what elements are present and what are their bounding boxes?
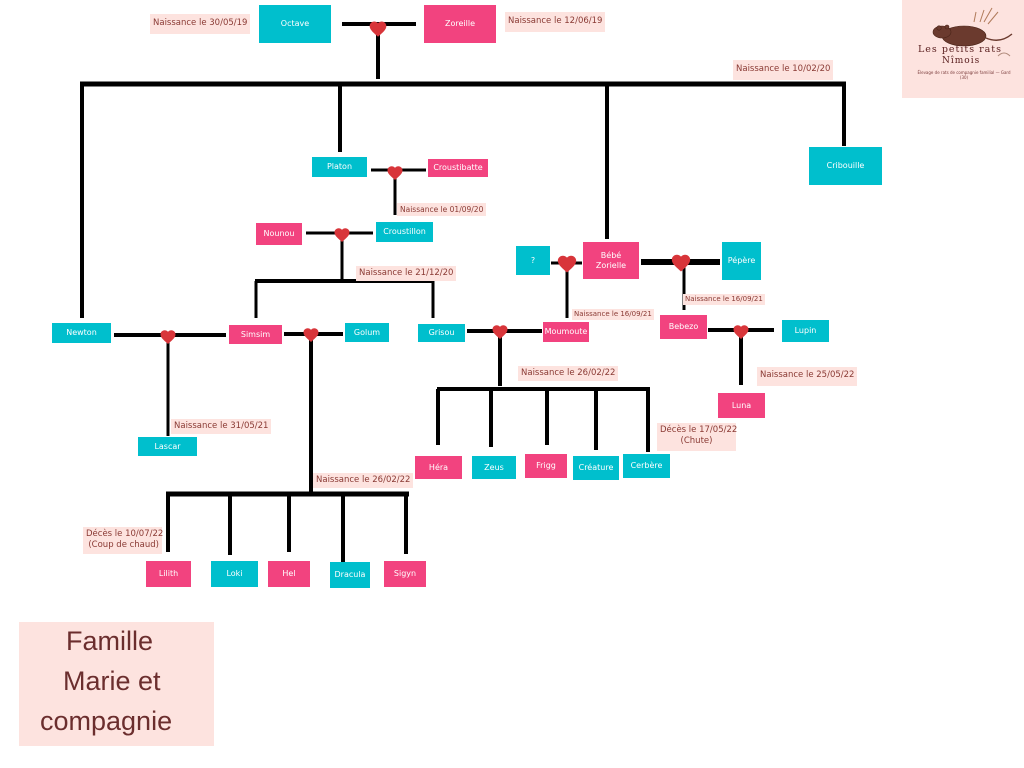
- birth-note-zoreille: Naissance le 12/06/19: [505, 12, 606, 32]
- logo-line-2: Nîmois: [942, 56, 981, 66]
- rat-bebe-zorielle: Bébé Zorielle: [583, 242, 639, 279]
- rat-pepere: Pépère: [722, 242, 761, 280]
- death-note-cerbere-date: Décès le 17/05/22: [660, 425, 738, 435]
- rat-bebezo: Bebezo: [660, 315, 707, 339]
- breeder-logo: Les petits rats Nîmois Élevage de rats d…: [902, 0, 1024, 98]
- rat-newton: Newton: [52, 323, 111, 343]
- death-note-lilith-date: Décès le 10/07/22: [86, 529, 164, 539]
- rat-simsim: Simsim: [229, 325, 282, 344]
- death-note-lilith-cause: (Coup de chaud): [88, 539, 159, 550]
- rat-hel: Hel: [268, 561, 310, 587]
- page-title-line-3: compagnie: [40, 706, 173, 736]
- rat-platon: Platon: [312, 157, 367, 177]
- rat-nounou: Nounou: [256, 223, 302, 245]
- birth-note-moumoute: Naissance le 16/09/21: [572, 309, 654, 320]
- birth-note-grisou-litter: Naissance le 26/02/22: [518, 366, 619, 381]
- rat-zoreille: Zoreille: [424, 5, 496, 43]
- rat-dracula: Dracula: [330, 562, 370, 588]
- rat-croustillon: Croustillon: [376, 222, 433, 242]
- birth-note-litter-3: Naissance le 21/12/20: [356, 266, 457, 281]
- page-title: Famille Marie et compagnie: [19, 622, 214, 746]
- rat-cribouille: Cribouille: [809, 147, 882, 185]
- rat-croustibatte: Croustibatte: [428, 159, 488, 177]
- heart-icon: [334, 228, 350, 242]
- heart-icon: [303, 328, 319, 342]
- death-note-cerbere: Décès le 17/05/22 (Chute): [657, 423, 738, 451]
- rat-hera: Héra: [415, 456, 462, 479]
- rat-luna: Luna: [718, 393, 765, 418]
- rat-lilith: Lilith: [146, 561, 191, 587]
- rat-moumoute: Moumoute: [543, 322, 589, 342]
- heart-icon: [733, 325, 749, 339]
- heart-icon: [557, 255, 577, 273]
- rat-loki: Loki: [211, 561, 258, 587]
- death-note-cerbere-cause: (Chute): [680, 435, 713, 446]
- birth-note-octave: Naissance le 30/05/19: [150, 14, 251, 34]
- rat-lupin: Lupin: [782, 320, 829, 342]
- rat-frigg: Frigg: [525, 454, 567, 478]
- birth-note-litter-2: Naissance le 01/09/20: [397, 203, 487, 217]
- rat-golum: Golum: [345, 323, 389, 342]
- birth-note-lascar: Naissance le 31/05/21: [171, 419, 272, 434]
- logo-line-1: Les petits rats: [918, 44, 1002, 55]
- birth-note-luna: Naissance le 25/05/22: [757, 367, 858, 386]
- rat-lascar: Lascar: [138, 437, 197, 456]
- logo-tagline: Élevage de rats de compagnie familial — …: [917, 70, 1011, 81]
- heart-icon: [369, 21, 387, 37]
- rat-unknown: ?: [516, 246, 550, 275]
- rat-sigyn: Sigyn: [384, 561, 426, 587]
- heart-icon: [387, 166, 403, 180]
- birth-note-litter-1: Naissance le 10/02/20: [733, 60, 834, 80]
- birth-note-simsim-litter: Naissance le 26/02/22: [313, 473, 414, 488]
- heart-icon: [492, 325, 508, 339]
- rat-creature: Créature: [573, 456, 619, 480]
- rat-octave: Octave: [259, 5, 331, 43]
- rat-grisou: Grisou: [418, 324, 465, 342]
- rat-cerbere: Cerbère: [623, 454, 670, 478]
- birth-note-bebezo: Naissance le 16/09/21: [683, 294, 765, 305]
- death-note-lilith: Décès le 10/07/22 (Coup de chaud): [83, 527, 164, 554]
- heart-icon: [671, 254, 691, 272]
- heart-icon: [160, 330, 176, 344]
- rat-illustration-icon: [932, 7, 1013, 57]
- page-title-line-2: Marie et: [63, 666, 161, 696]
- rat-zeus: Zeus: [472, 456, 516, 479]
- page-title-line-1: Famille: [66, 626, 154, 656]
